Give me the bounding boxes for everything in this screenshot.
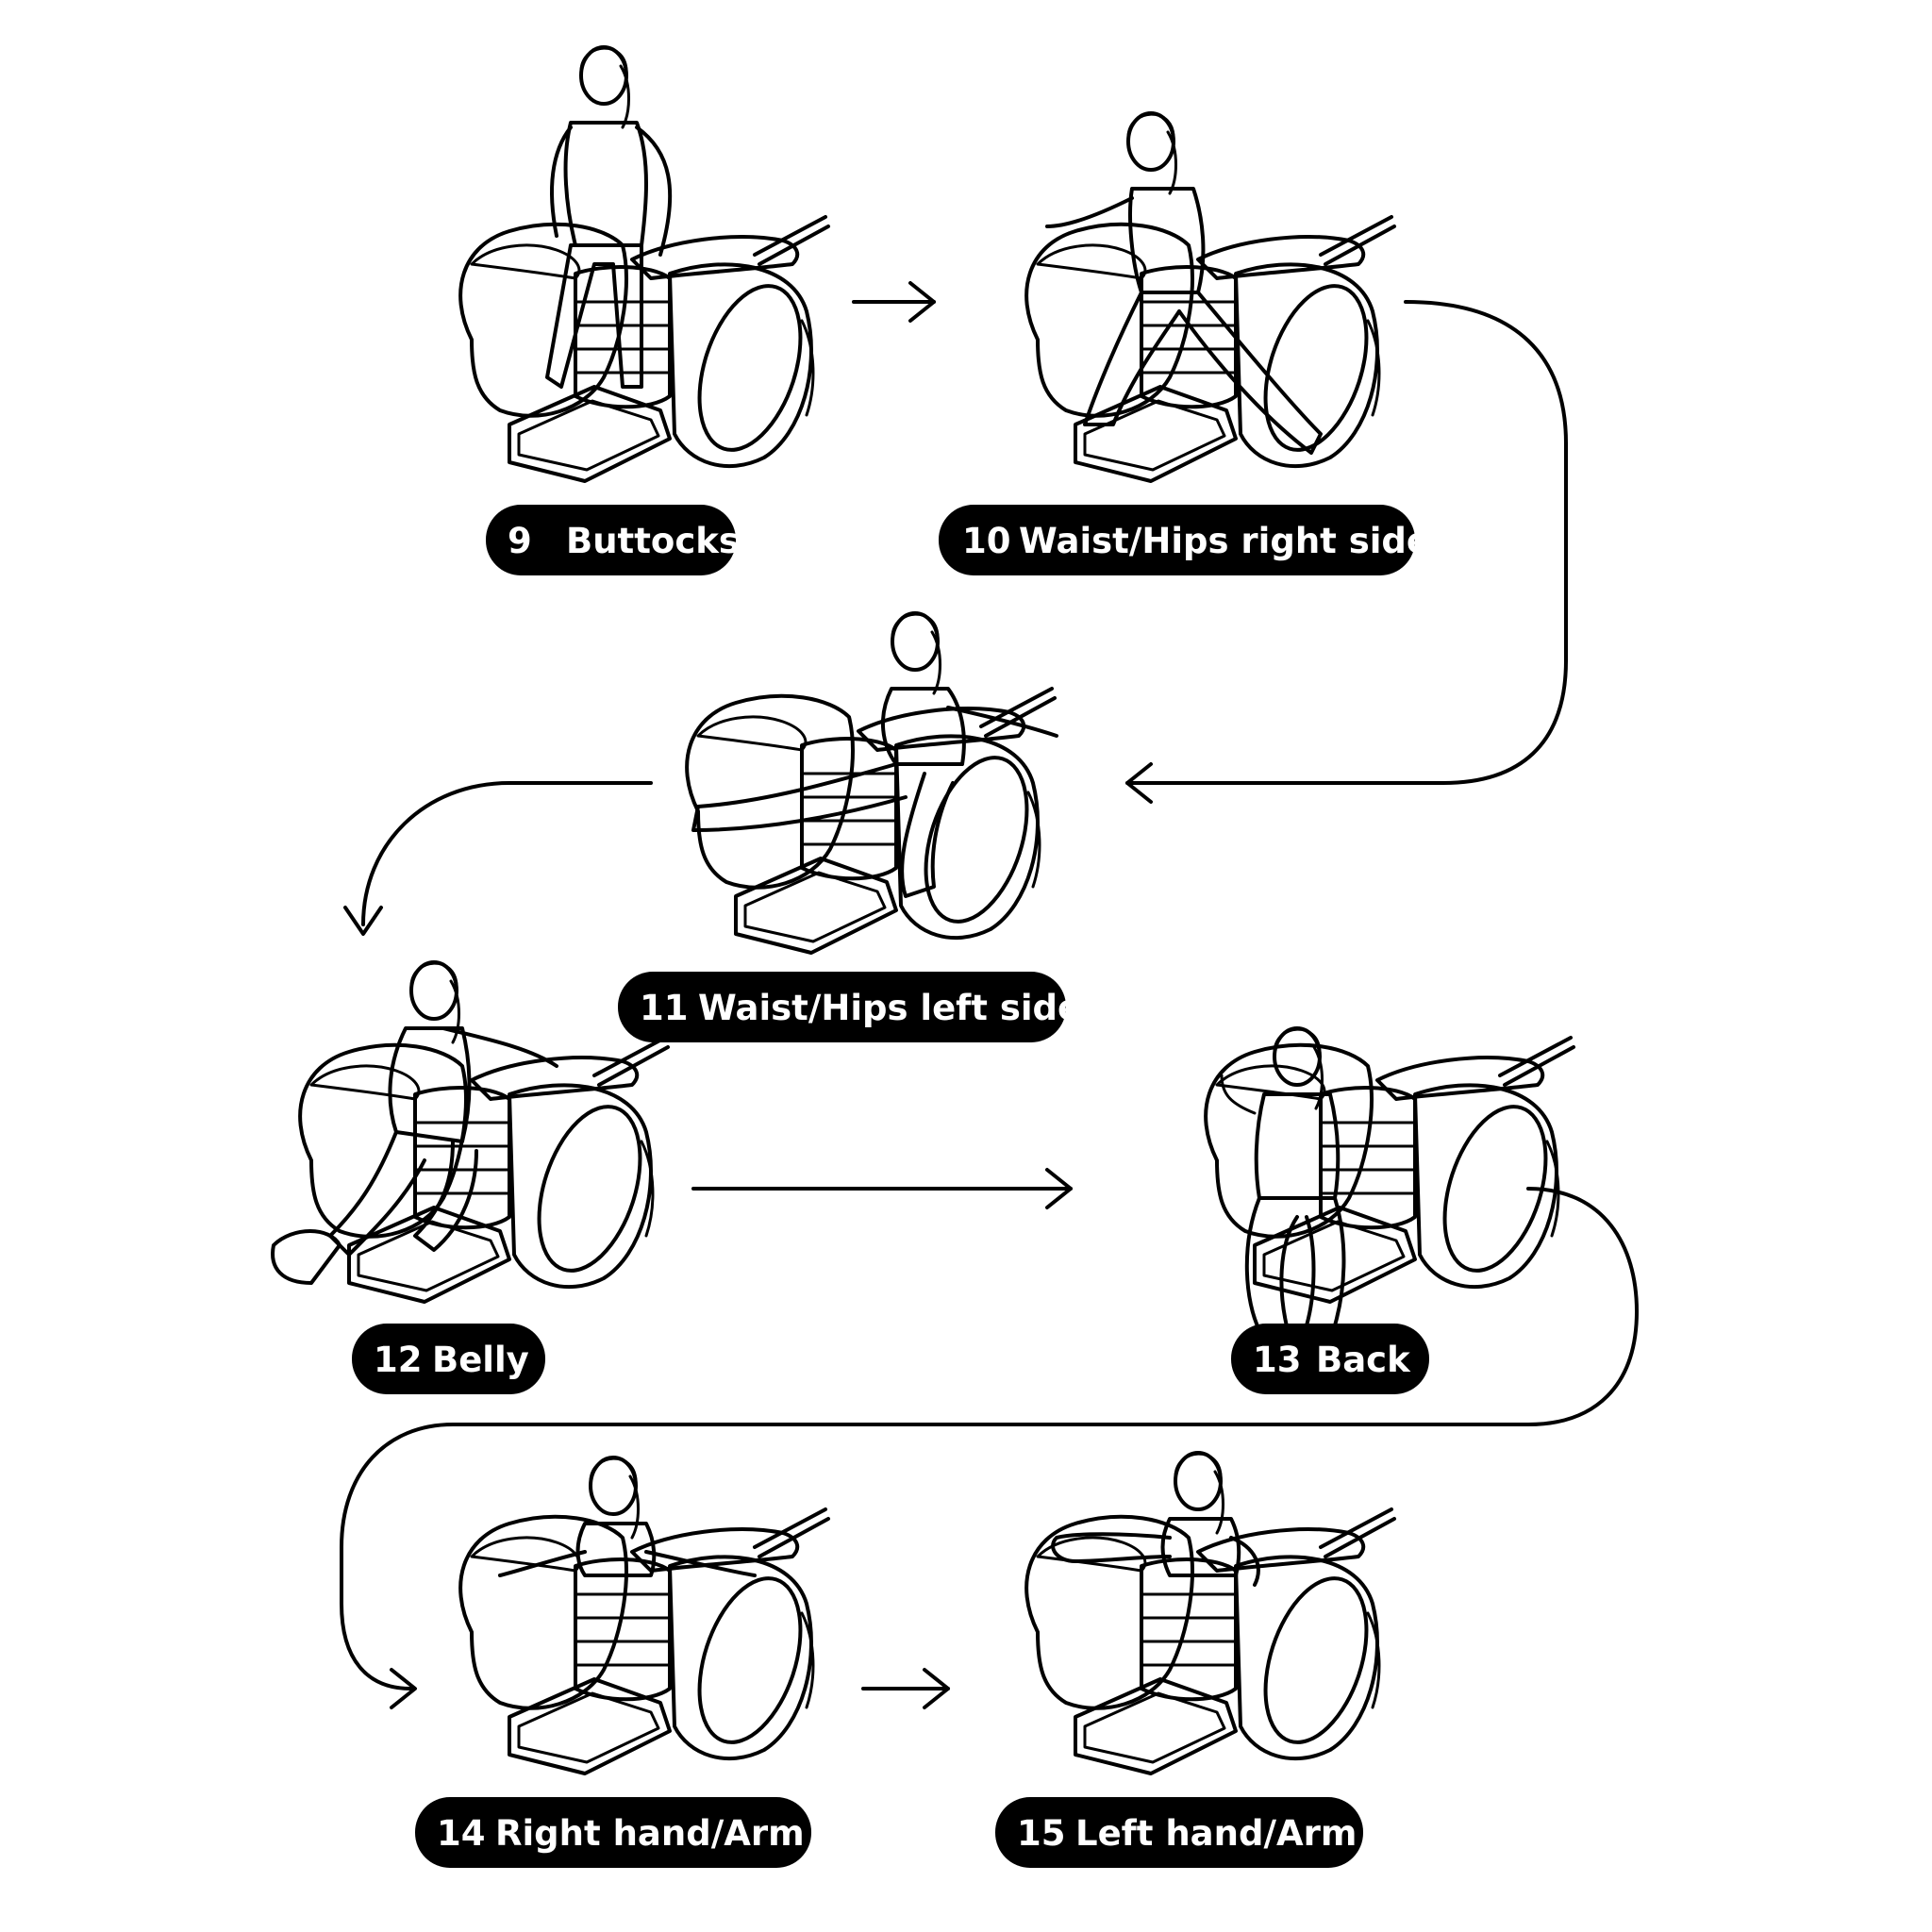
step-14-number: 14 [437, 1813, 486, 1854]
arrow-9-to-10 [852, 281, 936, 323]
step-11-label: Waist/Hips left side [698, 988, 1081, 1028]
label-step-14: 14 Right hand/Arm [415, 1797, 811, 1868]
step-9-label: Buttocks [566, 521, 740, 561]
arrow-11-to-12 [343, 781, 653, 936]
label-step-10: 10 Waist/Hips right side [939, 505, 1430, 575]
label-step-11: 11 Waist/Hips left side [618, 972, 1081, 1042]
step-13-label: Back [1316, 1340, 1411, 1380]
step-14-label: Right hand/Arm [495, 1813, 805, 1854]
label-step-15: 15 Left hand/Arm [995, 1797, 1363, 1868]
step-13-illustration [1204, 1026, 1575, 1332]
step-15-illustration [1024, 1451, 1396, 1775]
step-13-number: 13 [1253, 1340, 1302, 1380]
step-15-label: Left hand/Arm [1075, 1813, 1357, 1854]
label-step-9: 9 Buttocks [486, 505, 740, 575]
step-12-label: Belly [432, 1340, 529, 1380]
step-14-illustration [458, 1456, 830, 1775]
arrow-13-to-14 [340, 1187, 1639, 1709]
arrow-14-to-15 [861, 1668, 950, 1709]
step-10-number: 10 [962, 521, 1011, 561]
arrow-10-to-11 [1125, 300, 1568, 804]
step-11-illustration [685, 611, 1058, 955]
flow-arrows [340, 281, 1639, 1709]
step-11-number: 11 [640, 988, 689, 1028]
step-10-illustration [1024, 111, 1396, 483]
step-12-illustration [271, 960, 670, 1304]
label-step-12: 12 Belly [352, 1324, 545, 1394]
step-10-label: Waist/Hips right side [1019, 521, 1430, 561]
step-9-illustration [458, 45, 830, 483]
step-12-number: 12 [374, 1340, 423, 1380]
arrow-12-to-13 [691, 1168, 1073, 1209]
step-9-number: 9 [508, 521, 532, 561]
step-15-number: 15 [1017, 1813, 1066, 1854]
label-step-13: 13 Back [1231, 1324, 1429, 1394]
